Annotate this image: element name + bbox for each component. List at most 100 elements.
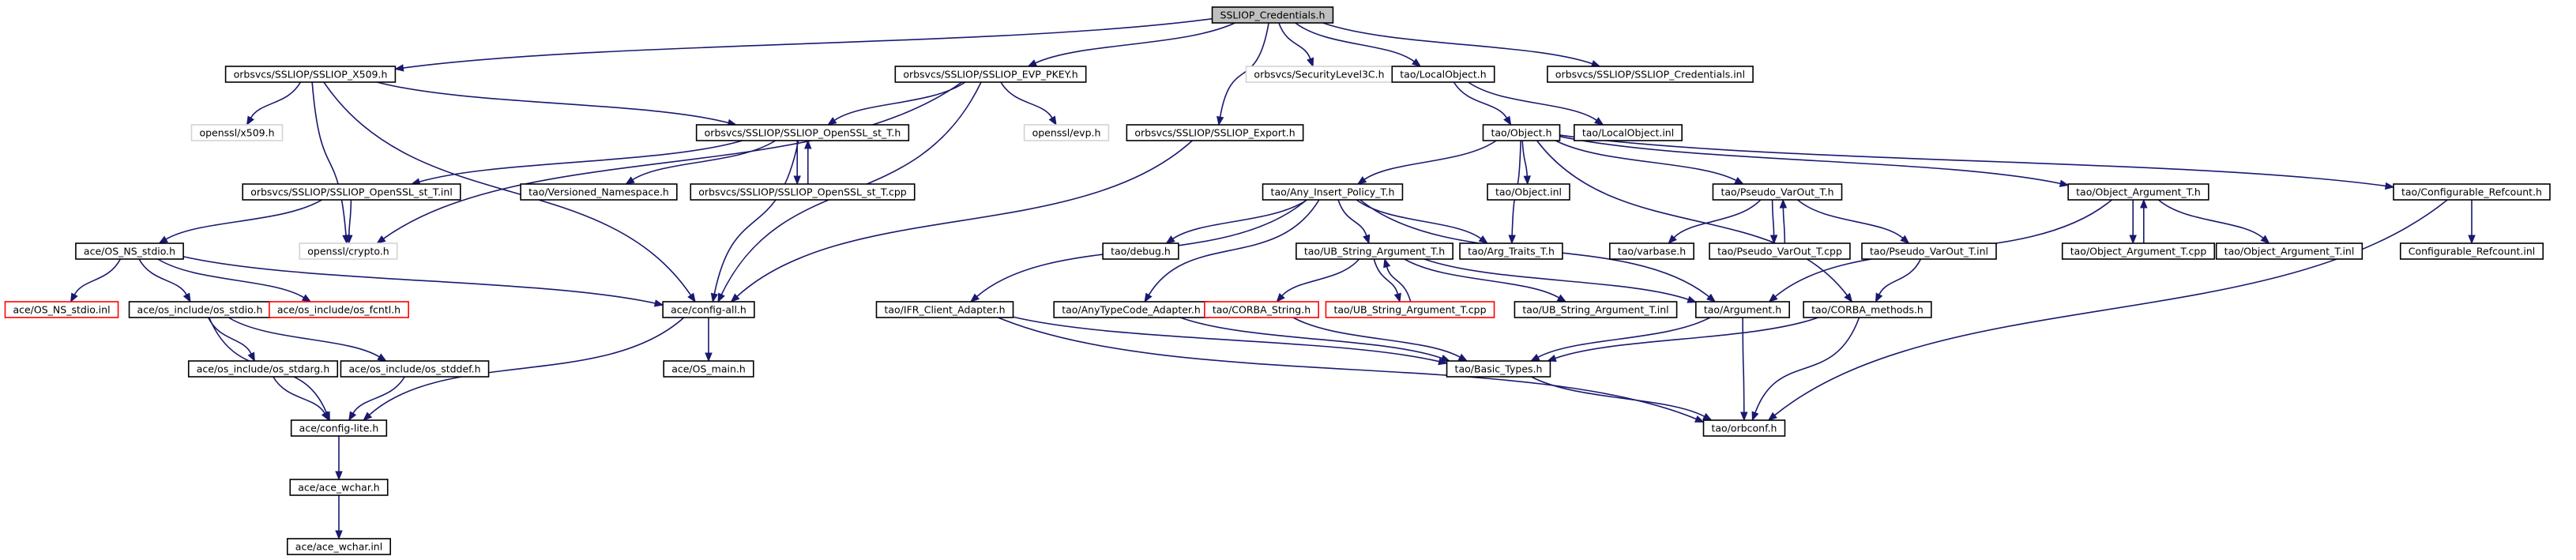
arrowhead — [1668, 235, 1677, 244]
edge-sslexport-to-configall — [730, 140, 1193, 303]
node-box — [2067, 183, 2209, 201]
edge-line — [138, 258, 187, 295]
edge-line — [165, 199, 322, 240]
node-debug[interactable]: tao/debug.h — [1102, 242, 1179, 260]
node-opensslst[interactable]: orbsvcs/SSLIOP/SSLIOP_OpenSSL_st_T.h — [695, 124, 910, 141]
node-argtraits[interactable]: tao/Arg_Traits_T.h — [1459, 242, 1563, 260]
node-localobj[interactable]: tao/LocalObject.h — [1391, 66, 1495, 83]
edge-objarg-to-objarginl — [2157, 199, 2270, 244]
arrowhead — [2468, 235, 2476, 245]
edge-pseudovarout-to-pseudovaroutinl — [1797, 199, 1910, 244]
edge-line — [1322, 22, 1593, 65]
node-opensslevp[interactable]: openssl/evp.h — [1023, 124, 1110, 141]
arrowhead — [1363, 234, 1371, 245]
edge-localobj-to-taoobject — [1453, 81, 1512, 126]
node-label: orbsvcs/SSLIOP/SSLIOP_OpenSSL_st_T.inl — [250, 186, 453, 198]
arrowhead — [1530, 353, 1540, 362]
node-label: orbsvcs/SecurityLevel3C.h — [1254, 69, 1384, 81]
node-pseudovaroutcpp[interactable]: tao/Pseudo_VarOut_T.cpp — [1709, 242, 1851, 260]
node-acewcharinl[interactable]: ace/ace_wchar.inl — [286, 538, 392, 555]
node-label: SSLIOP_Credentials.h — [1220, 9, 1326, 21]
arrowhead — [247, 351, 255, 363]
node-root[interactable]: SSLIOP_Credentials.h — [1211, 6, 1334, 24]
node-objectinl[interactable]: tao/Object.inl — [1487, 183, 1570, 201]
node-objargcpp[interactable]: tao/Object_Argument_T.cpp — [2061, 242, 2216, 260]
arrowhead — [1594, 117, 1604, 126]
node-ubstringinl[interactable]: tao/UB_String_Argument_T.inl — [1514, 301, 1678, 318]
node-ubstringcpp[interactable]: tao/UB_String_Argument_T.cpp — [1325, 301, 1495, 318]
node-evp[interactable]: orbsvcs/SSLIOP/SSLIOP_EVP_PKEY.h — [894, 66, 1087, 83]
node-objarg[interactable]: tao/Object_Argument_T.h — [2067, 183, 2209, 201]
node-box — [1803, 301, 1932, 318]
node-confrefcountinl[interactable]: Configurable_Refcount.inl — [2399, 242, 2544, 260]
node-box — [290, 419, 388, 437]
node-varbase[interactable]: tao/varbase.h — [1609, 242, 1694, 260]
node-argument[interactable]: tao/Argument.h — [1695, 301, 1790, 318]
node-opensslx509[interactable]: openssl/x509.h — [190, 124, 284, 141]
node-basictypes[interactable]: tao/Basic_Types.h — [1446, 360, 1551, 378]
node-versioned[interactable]: tao/Versioned_Namespace.h — [520, 183, 678, 201]
node-box — [1296, 242, 1453, 260]
node-opensslstinl[interactable]: orbsvcs/SSLIOP/SSLIOP_OpenSSL_st_T.inl — [242, 183, 461, 201]
node-label: orbsvcs/SSLIOP/SSLIOP_EVP_PKEY.h — [903, 69, 1077, 81]
node-acensstdio[interactable]: ace/OS_NS_stdio.h — [75, 242, 184, 260]
edge-x509-to-opensslx509 — [246, 81, 302, 126]
node-opensslstcpp[interactable]: orbsvcs/SSLIOP/SSLIOP_OpenSSL_st_T.cpp — [690, 183, 916, 201]
arrowhead — [687, 292, 696, 303]
edge-line — [348, 199, 352, 236]
edge-ubstring-to-argument — [1423, 258, 1698, 303]
node-taoobject[interactable]: tao/Object.h — [1482, 124, 1561, 141]
node-configlite[interactable]: ace/config-lite.h — [290, 419, 388, 437]
node-ubstring[interactable]: tao/UB_String_Argument_T.h — [1296, 242, 1453, 260]
node-sslexport[interactable]: orbsvcs/SSLIOP/SSLIOP_Export.h — [1126, 124, 1304, 141]
node-orbconf[interactable]: tao/orbconf.h — [1702, 419, 1786, 437]
edge-line — [1559, 135, 2061, 185]
edge-line — [1292, 317, 1461, 358]
node-label: ace/config-all.h — [671, 304, 746, 316]
node-anyinsert[interactable]: tao/Any_Insert_Policy_T.h — [1262, 183, 1404, 201]
edge-line — [1453, 81, 1508, 118]
node-credinl[interactable]: orbsvcs/SSLIOP/SSLIOP_Credentials.inl — [1547, 66, 1754, 83]
node-osincstdio[interactable]: ace/os_include/os_stdio.h — [128, 301, 272, 318]
arrowhead — [1702, 412, 1713, 421]
node-anytypecode[interactable]: tao/AnyTypeCode_Adapter.h — [1053, 301, 1209, 318]
node-seclvl[interactable]: orbsvcs/SecurityLevel3C.h — [1245, 66, 1393, 83]
node-pseudovarout[interactable]: tao/Pseudo_VarOut_T.h — [1712, 183, 1843, 201]
node-confrefcount[interactable]: tao/Configurable_Refcount.h — [2393, 183, 2551, 201]
node-corbastring[interactable]: tao/CORBA_String.h — [1204, 301, 1319, 318]
edge-line — [376, 81, 729, 124]
node-acensstdioinl[interactable]: ace/OS_NS_stdio.inl — [4, 301, 119, 318]
node-objarginl[interactable]: tao/Object_Argument_T.inl — [2215, 242, 2364, 260]
node-label: tao/debug.h — [1111, 246, 1171, 257]
node-label: tao/Object_Argument_T.cpp — [2070, 246, 2207, 257]
edge-line — [1281, 258, 1360, 297]
node-box — [1482, 124, 1561, 141]
node-configall[interactable]: ace/config-all.h — [662, 301, 755, 318]
node-box — [1262, 183, 1404, 201]
node-x509[interactable]: orbsvcs/SSLIOP/SSLIOP_X509.h — [224, 66, 397, 83]
arrowhead — [1900, 235, 1910, 244]
node-localobjinl[interactable]: tao/LocalObject.inl — [1574, 124, 1683, 141]
edge-line — [369, 317, 685, 415]
arrowhead — [2140, 198, 2148, 209]
node-box — [1204, 301, 1319, 318]
node-acewchar[interactable]: ace/ace_wchar.h — [289, 479, 389, 496]
edge-opensslst-to-configall — [710, 140, 799, 303]
node-osmain[interactable]: ace/OS_main.h — [663, 360, 754, 378]
node-pseudovaroutinl[interactable]: tao/Pseudo_VarOut_T.inl — [1861, 242, 1997, 260]
node-box — [190, 124, 284, 141]
node-osincstdarg[interactable]: ace/os_include/os_stdarg.h — [187, 360, 339, 378]
edge-root-to-evp — [1027, 22, 1235, 67]
node-osincstddef[interactable]: ace/os_include/os_stddef.h — [340, 360, 490, 378]
node-ifrclient[interactable]: tao/IFR_Client_Adapter.h — [875, 301, 1014, 318]
edge-acensstdio-to-osincfcntl — [157, 258, 312, 303]
edge-evp-to-opensslst — [827, 81, 966, 126]
node-opensslcrypto[interactable]: openssl/crypto.h — [299, 242, 398, 260]
node-osincfcntl[interactable]: ace/os_include/os_fcntl.h — [269, 301, 409, 318]
edge-line — [228, 317, 380, 358]
edge-line — [1742, 317, 1745, 413]
edge-line — [1386, 266, 1412, 303]
node-label: orbsvcs/SSLIOP/SSLIOP_Credentials.inl — [1555, 69, 1745, 81]
node-corbamethods[interactable]: tao/CORBA_methods.h — [1803, 301, 1932, 318]
